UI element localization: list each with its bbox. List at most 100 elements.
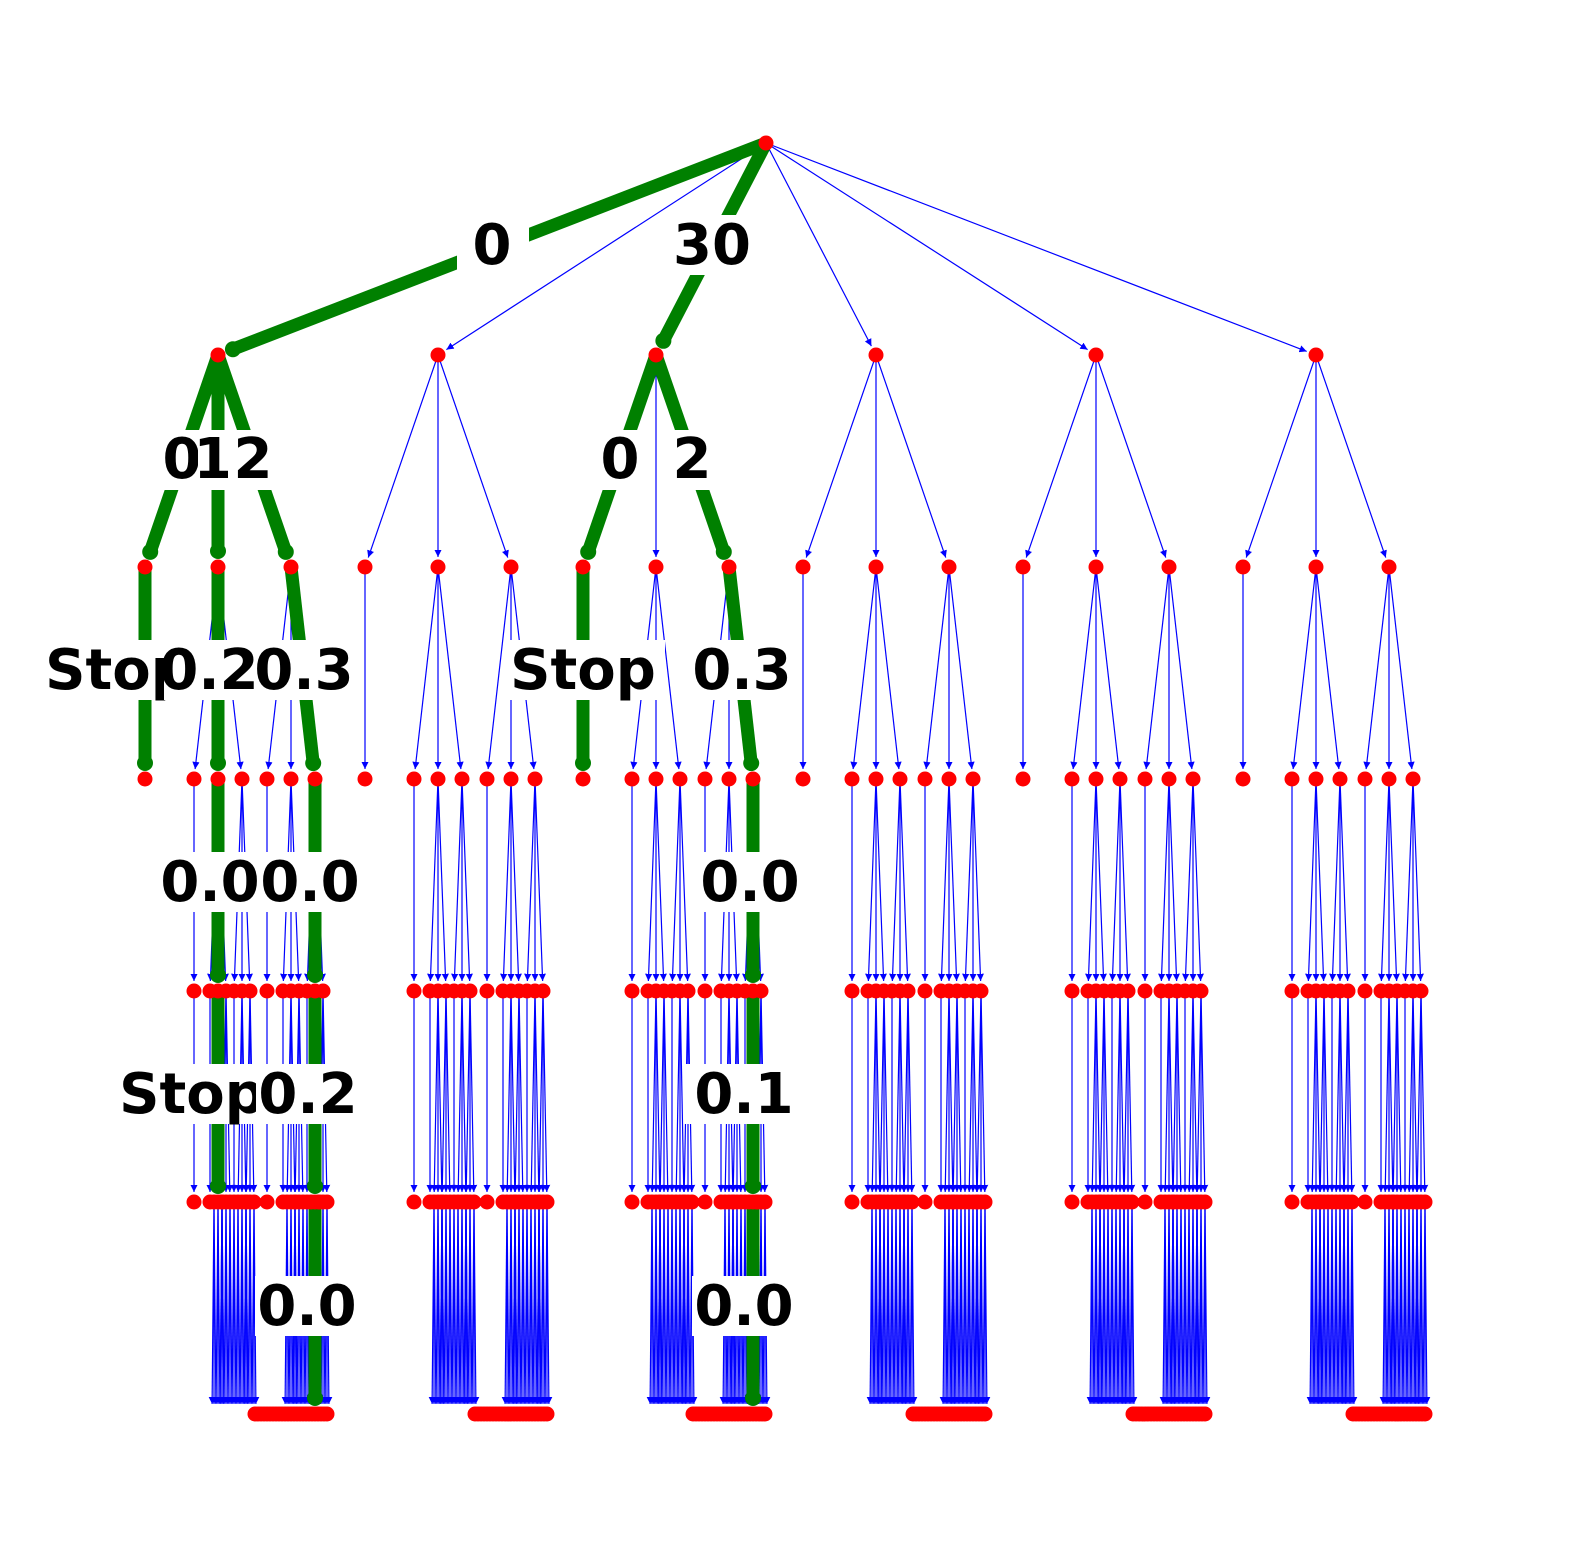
tree-edge [437, 990, 446, 1193]
edge-label-text: 0.0 [160, 850, 259, 915]
edge-label-l1a: 0 [457, 213, 529, 278]
tree-edge [1085, 778, 1097, 982]
tree-edge [980, 990, 989, 1193]
tree-node [259, 771, 275, 787]
tree-edge [663, 990, 672, 1193]
tree-edge [505, 1201, 513, 1405]
tree-node [917, 771, 933, 787]
tree-edge [1403, 1201, 1411, 1405]
tree-node [868, 771, 884, 787]
tree-edge [1118, 1201, 1126, 1405]
tree-node [758, 135, 774, 151]
tree-node [721, 771, 737, 787]
tree-edge [1389, 990, 1398, 1193]
tree-node [406, 1194, 422, 1210]
tree-edge [510, 778, 522, 982]
tree-edge [882, 1201, 890, 1405]
tree-edge [1110, 1201, 1118, 1405]
edge-label-text: 0.0 [260, 850, 359, 915]
tree-edge [941, 990, 950, 1193]
tree-edge [1195, 1201, 1203, 1405]
tree-node [1064, 1194, 1080, 1210]
tree-node [259, 983, 275, 999]
tree-node [1064, 983, 1080, 999]
tree-node [1088, 771, 1104, 787]
tree-edge [1130, 1201, 1138, 1405]
edge-label-l2a: 0 [150, 427, 201, 492]
tree-edge [875, 566, 902, 770]
tree-node [1064, 771, 1080, 787]
edge-label-text: 1 [194, 427, 233, 492]
tree-edge [1290, 566, 1317, 770]
edge-label-l4c: 0.0 [698, 850, 802, 915]
tree-edge [662, 1201, 670, 1405]
tree-node [186, 771, 202, 787]
tree-node [1417, 1406, 1433, 1422]
tree-edge [655, 566, 682, 770]
tree-edge [898, 1201, 906, 1405]
tree-node [1015, 559, 1031, 575]
tree-edge [1315, 990, 1324, 1193]
tree-node [965, 771, 981, 787]
tree-edge [1340, 990, 1349, 1193]
edge-label-text: Stop [510, 638, 656, 703]
highlighted-edge-head [743, 755, 760, 772]
tree-edge [1179, 1201, 1187, 1405]
tree-edge [1383, 1201, 1391, 1405]
tree-edge [679, 778, 691, 982]
tree-edge [962, 778, 974, 982]
tree-node [462, 983, 478, 999]
tree-node [539, 1406, 555, 1422]
tree-edge [1120, 990, 1129, 1193]
tree-edge [959, 1201, 967, 1405]
tree-edge [894, 1201, 902, 1405]
tree-edge [542, 990, 551, 1193]
tree-node [844, 983, 860, 999]
tree-edge [868, 990, 877, 1193]
tree-edge [1200, 990, 1209, 1193]
tree-node [757, 1406, 773, 1422]
tree-edge [899, 990, 908, 1193]
tree-edge [430, 990, 439, 1193]
tree-edge [678, 1201, 686, 1405]
tree-edge [1346, 1201, 1354, 1405]
tree-edge [876, 990, 885, 1193]
tree-edge [412, 566, 439, 770]
tree-node [137, 559, 153, 575]
tree-node [868, 347, 884, 363]
tree-edge [1070, 566, 1097, 770]
tree-edge [1402, 778, 1414, 982]
tree-edge [451, 778, 463, 982]
tree-edge [979, 1201, 987, 1405]
tree-node [917, 1194, 933, 1210]
tree-edge [1203, 1201, 1211, 1405]
tree-edge [1338, 1201, 1346, 1405]
edge-label-text: 0 [601, 427, 640, 492]
tree-node [575, 559, 591, 575]
tree-node [868, 559, 884, 575]
tree-edge [240, 1201, 248, 1405]
tree-node [904, 1194, 920, 1210]
tree-edge [537, 1201, 545, 1405]
edge-label-text: 0.0 [700, 850, 799, 915]
tree-edge [248, 1201, 256, 1405]
tree-node [1161, 559, 1177, 575]
tree-edge [1095, 990, 1104, 1193]
tree-edge [1192, 990, 1201, 1193]
tree-edge [517, 1201, 525, 1405]
tree-node [1137, 1194, 1153, 1210]
tree-edge [900, 990, 909, 1193]
tree-edge [212, 1201, 220, 1405]
tree-node [210, 559, 226, 575]
edge-label-l4a: 0.0 [160, 850, 259, 915]
edge-label-text: 2 [673, 427, 712, 492]
tree-edge [971, 1201, 979, 1405]
tree-node [1088, 347, 1104, 363]
tree-edge [1347, 990, 1356, 1193]
highlighted-edge-head [745, 1178, 761, 1194]
tree-node [1015, 771, 1031, 787]
tree-edge [432, 1201, 440, 1405]
edge-label-l3e: 0.3 [690, 638, 794, 703]
tree-edge [886, 1201, 894, 1405]
